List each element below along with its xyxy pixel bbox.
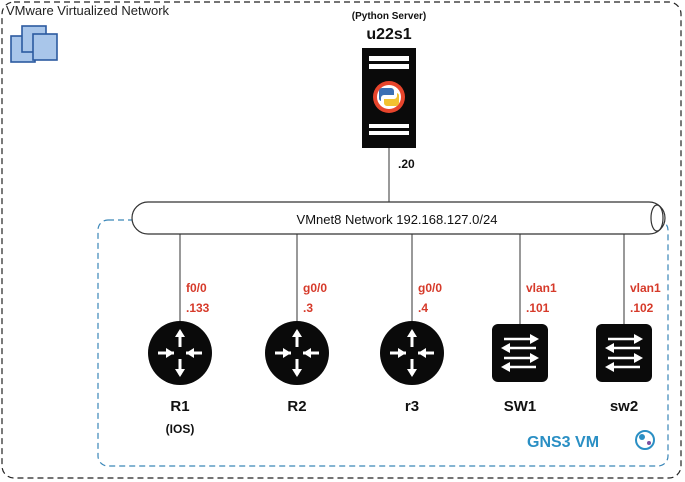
server-ip: .20 <box>398 157 415 171</box>
ip-label: .101 <box>526 301 550 315</box>
interface-label: f0/0 <box>186 281 207 295</box>
device-name: sw2 <box>610 398 638 415</box>
interface-label: g0/0 <box>303 281 327 295</box>
ip-label: .4 <box>418 301 428 315</box>
network-label: VMnet8 Network 192.168.127.0/24 <box>297 212 498 227</box>
switch-icon <box>596 324 652 382</box>
server-role: (Python Server) <box>352 11 426 22</box>
device-r2[interactable]: g0/0 .3R2 <box>265 234 329 415</box>
server-name: u22s1 <box>366 26 411 43</box>
router-icon <box>380 321 444 385</box>
gns3-logo-icon <box>635 430 655 450</box>
interface-label: vlan1 <box>526 281 557 295</box>
router-icon <box>265 321 329 385</box>
router-icon <box>148 321 212 385</box>
vmware-windows-icon <box>10 25 58 63</box>
interface-label: vlan1 <box>630 281 661 295</box>
interface-label: g0/0 <box>418 281 442 295</box>
device-subtitle: (IOS) <box>166 422 195 436</box>
python-server-icon[interactable] <box>362 48 416 148</box>
device-sw2[interactable]: vlan1 .102 sw2 <box>596 234 661 415</box>
ip-label: .3 <box>303 301 313 315</box>
ip-label: .102 <box>630 301 654 315</box>
ip-label: .133 <box>186 301 210 315</box>
device-name: r3 <box>405 398 419 415</box>
environment-title: VMware Virtualized Network <box>6 3 170 18</box>
device-name: R2 <box>287 398 306 415</box>
switch-icon <box>492 324 548 382</box>
gns3-label: GNS3 VM <box>527 434 599 451</box>
network-bus <box>131 201 666 235</box>
device-r3[interactable]: g0/0 .4 r3 <box>380 234 444 415</box>
device-name: R1 <box>170 398 189 415</box>
device-name: SW1 <box>504 398 537 415</box>
